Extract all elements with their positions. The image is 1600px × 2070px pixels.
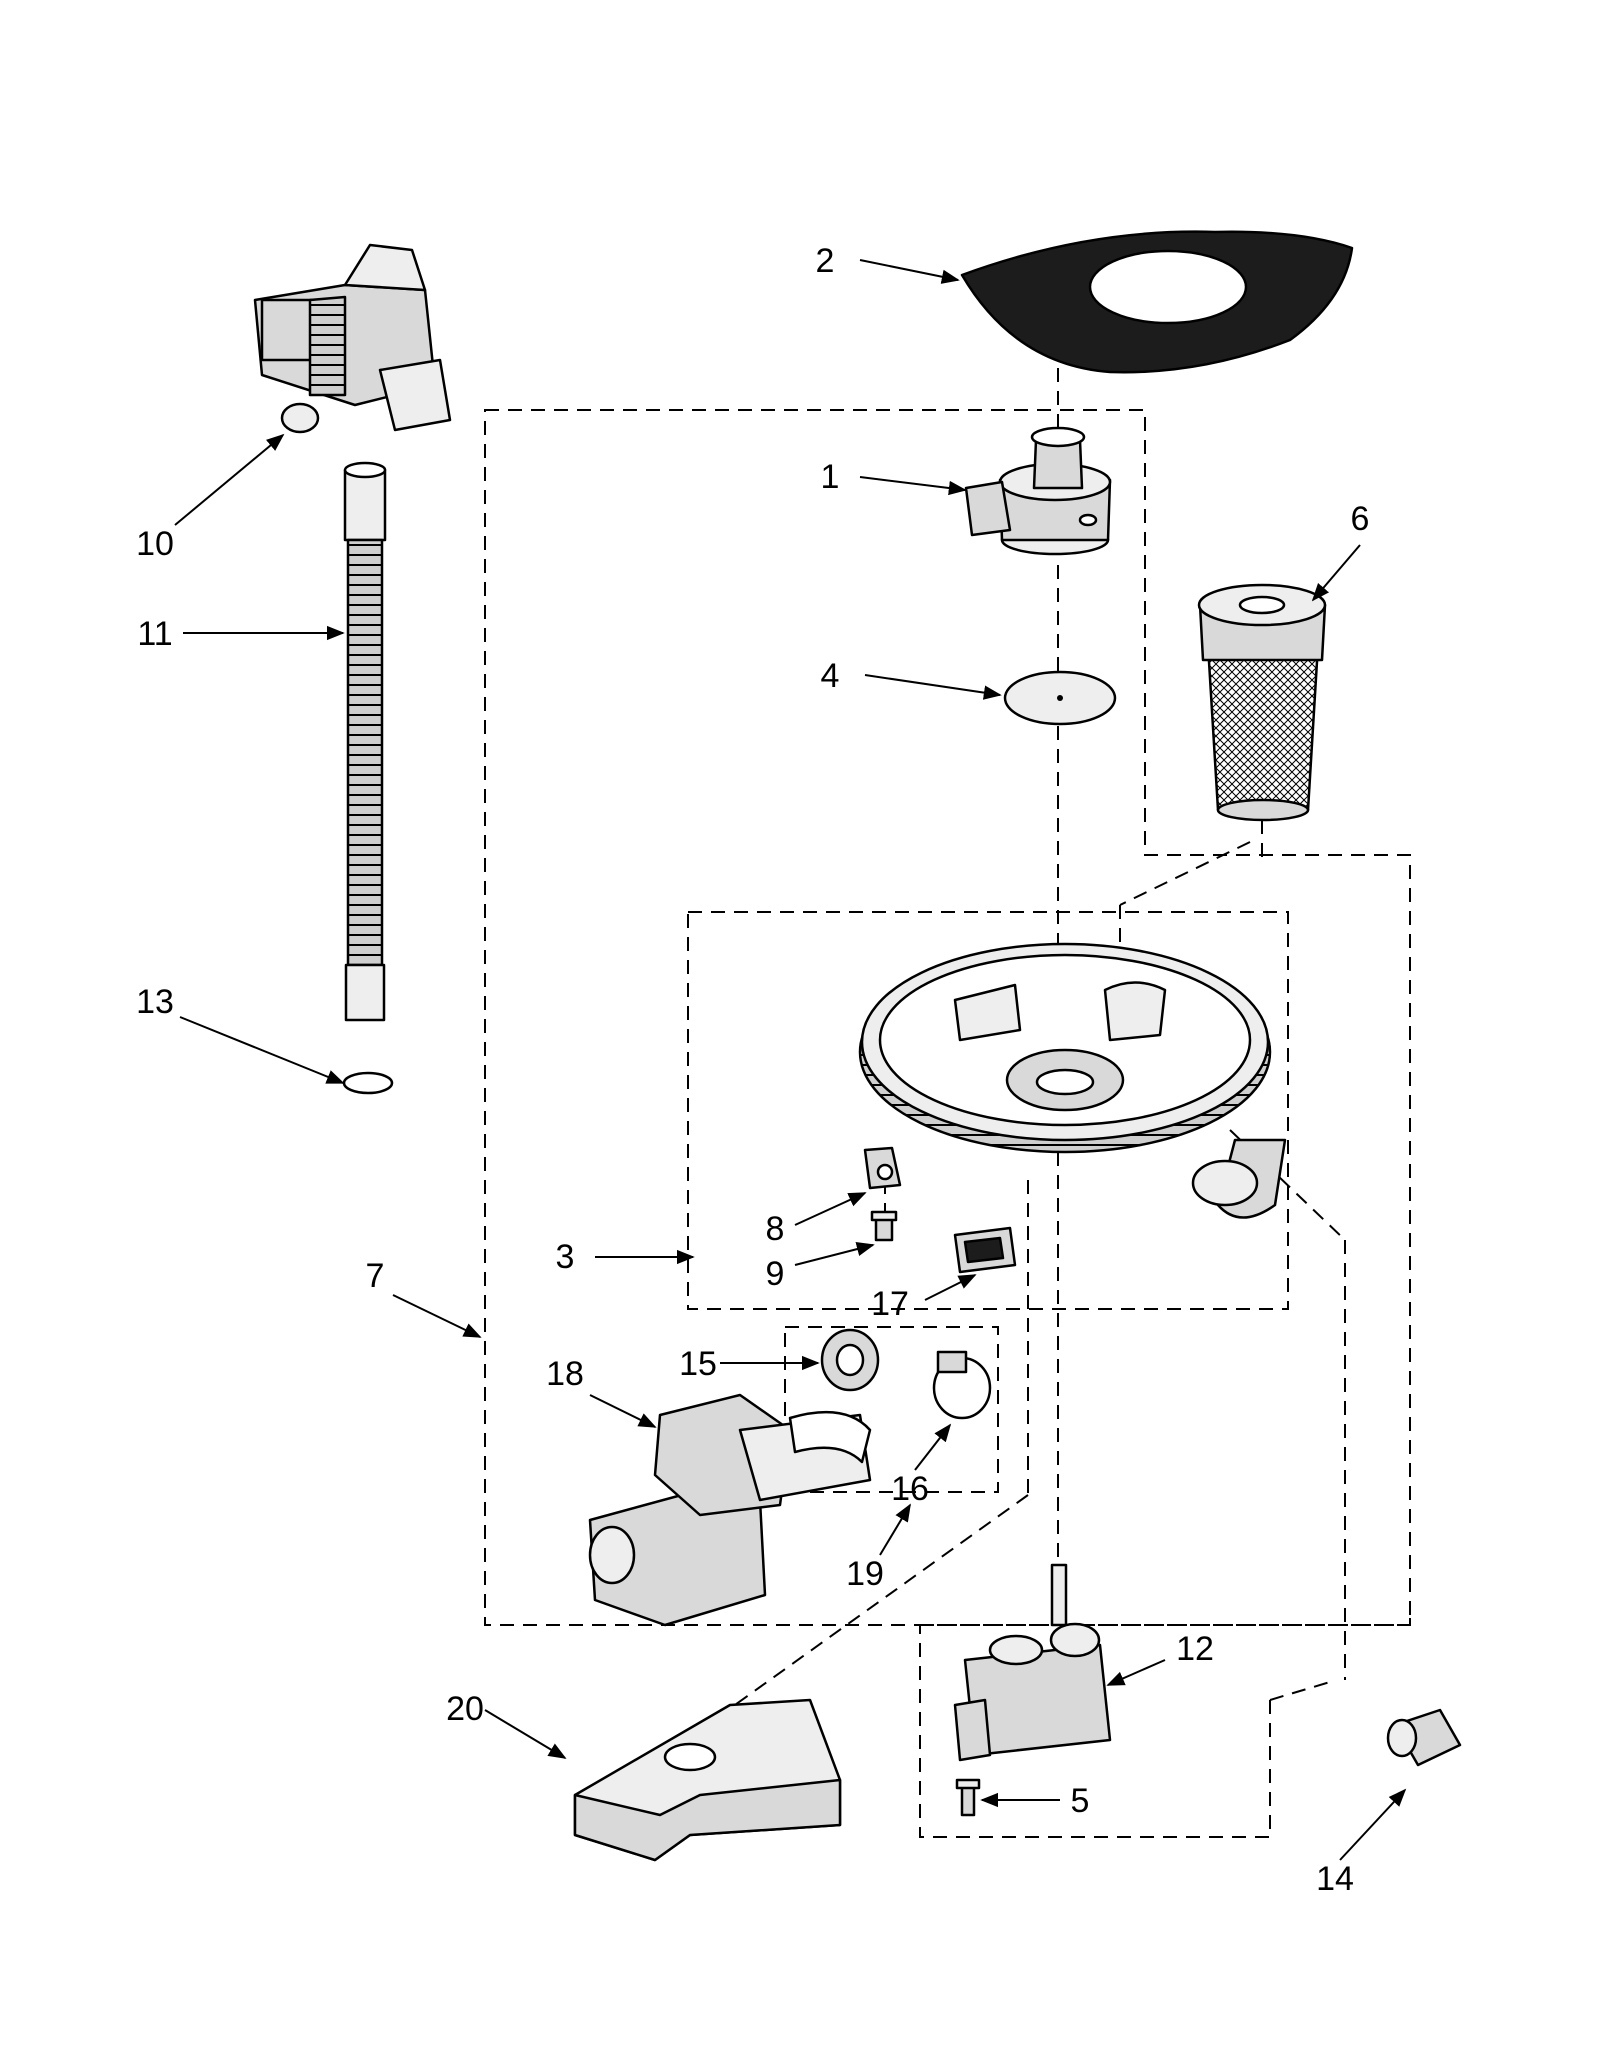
callout-6: 6 [1351, 500, 1370, 538]
callout-labels: 2 1 4 6 10 11 13 3 7 8 9 17 15 18 16 19 … [136, 242, 1369, 1898]
part-12-diverter [953, 1563, 1112, 1762]
part-13-clamp [342, 1071, 394, 1095]
callout-3: 3 [556, 1238, 575, 1276]
group-box-19 [784, 1326, 999, 1493]
callout-2: 2 [816, 242, 835, 280]
part-11-drain-hose [343, 461, 387, 1022]
callout-13: 13 [136, 983, 174, 1021]
callout-10: 10 [136, 525, 174, 563]
callout-9: 9 [766, 1255, 785, 1293]
part-20-cover [573, 1698, 842, 1862]
callout-7: 7 [366, 1257, 385, 1295]
part-14-sensor [1386, 1708, 1462, 1767]
callout-16: 16 [891, 1470, 929, 1508]
part-10-drain-pump [253, 243, 452, 434]
part-4-disc [1003, 670, 1117, 726]
part-5-screw [955, 1778, 981, 1817]
part-18-circulation-pump [588, 1393, 872, 1627]
callout-15: 15 [679, 1345, 717, 1383]
callout-19: 19 [846, 1555, 884, 1593]
callout-14: 14 [1316, 1860, 1354, 1898]
group-box-7 [484, 409, 1411, 1626]
assembly-lines [699, 368, 1346, 1731]
callout-1: 1 [821, 458, 840, 496]
part-16-clamp [932, 1350, 992, 1420]
callout-17: 17 [871, 1285, 909, 1323]
callout-11: 11 [137, 615, 172, 653]
callout-18: 18 [546, 1355, 584, 1393]
part-3-sump [858, 942, 1287, 1219]
callout-12: 12 [1176, 1630, 1214, 1668]
part-8-bracket [863, 1146, 902, 1190]
part-15-seal [820, 1328, 880, 1392]
callout-5: 5 [1071, 1782, 1090, 1820]
leader-arrows [174, 259, 1407, 1861]
callout-4: 4 [821, 657, 840, 695]
part-17-block [953, 1226, 1017, 1274]
part-6-filter [1197, 583, 1327, 860]
callout-20: 20 [446, 1690, 484, 1728]
callout-8: 8 [766, 1210, 785, 1248]
group-box-3 [687, 911, 1289, 1310]
part-2-filter-cover [960, 230, 1354, 374]
part-9-screw [870, 1210, 898, 1242]
part-1-manifold [964, 426, 1112, 556]
